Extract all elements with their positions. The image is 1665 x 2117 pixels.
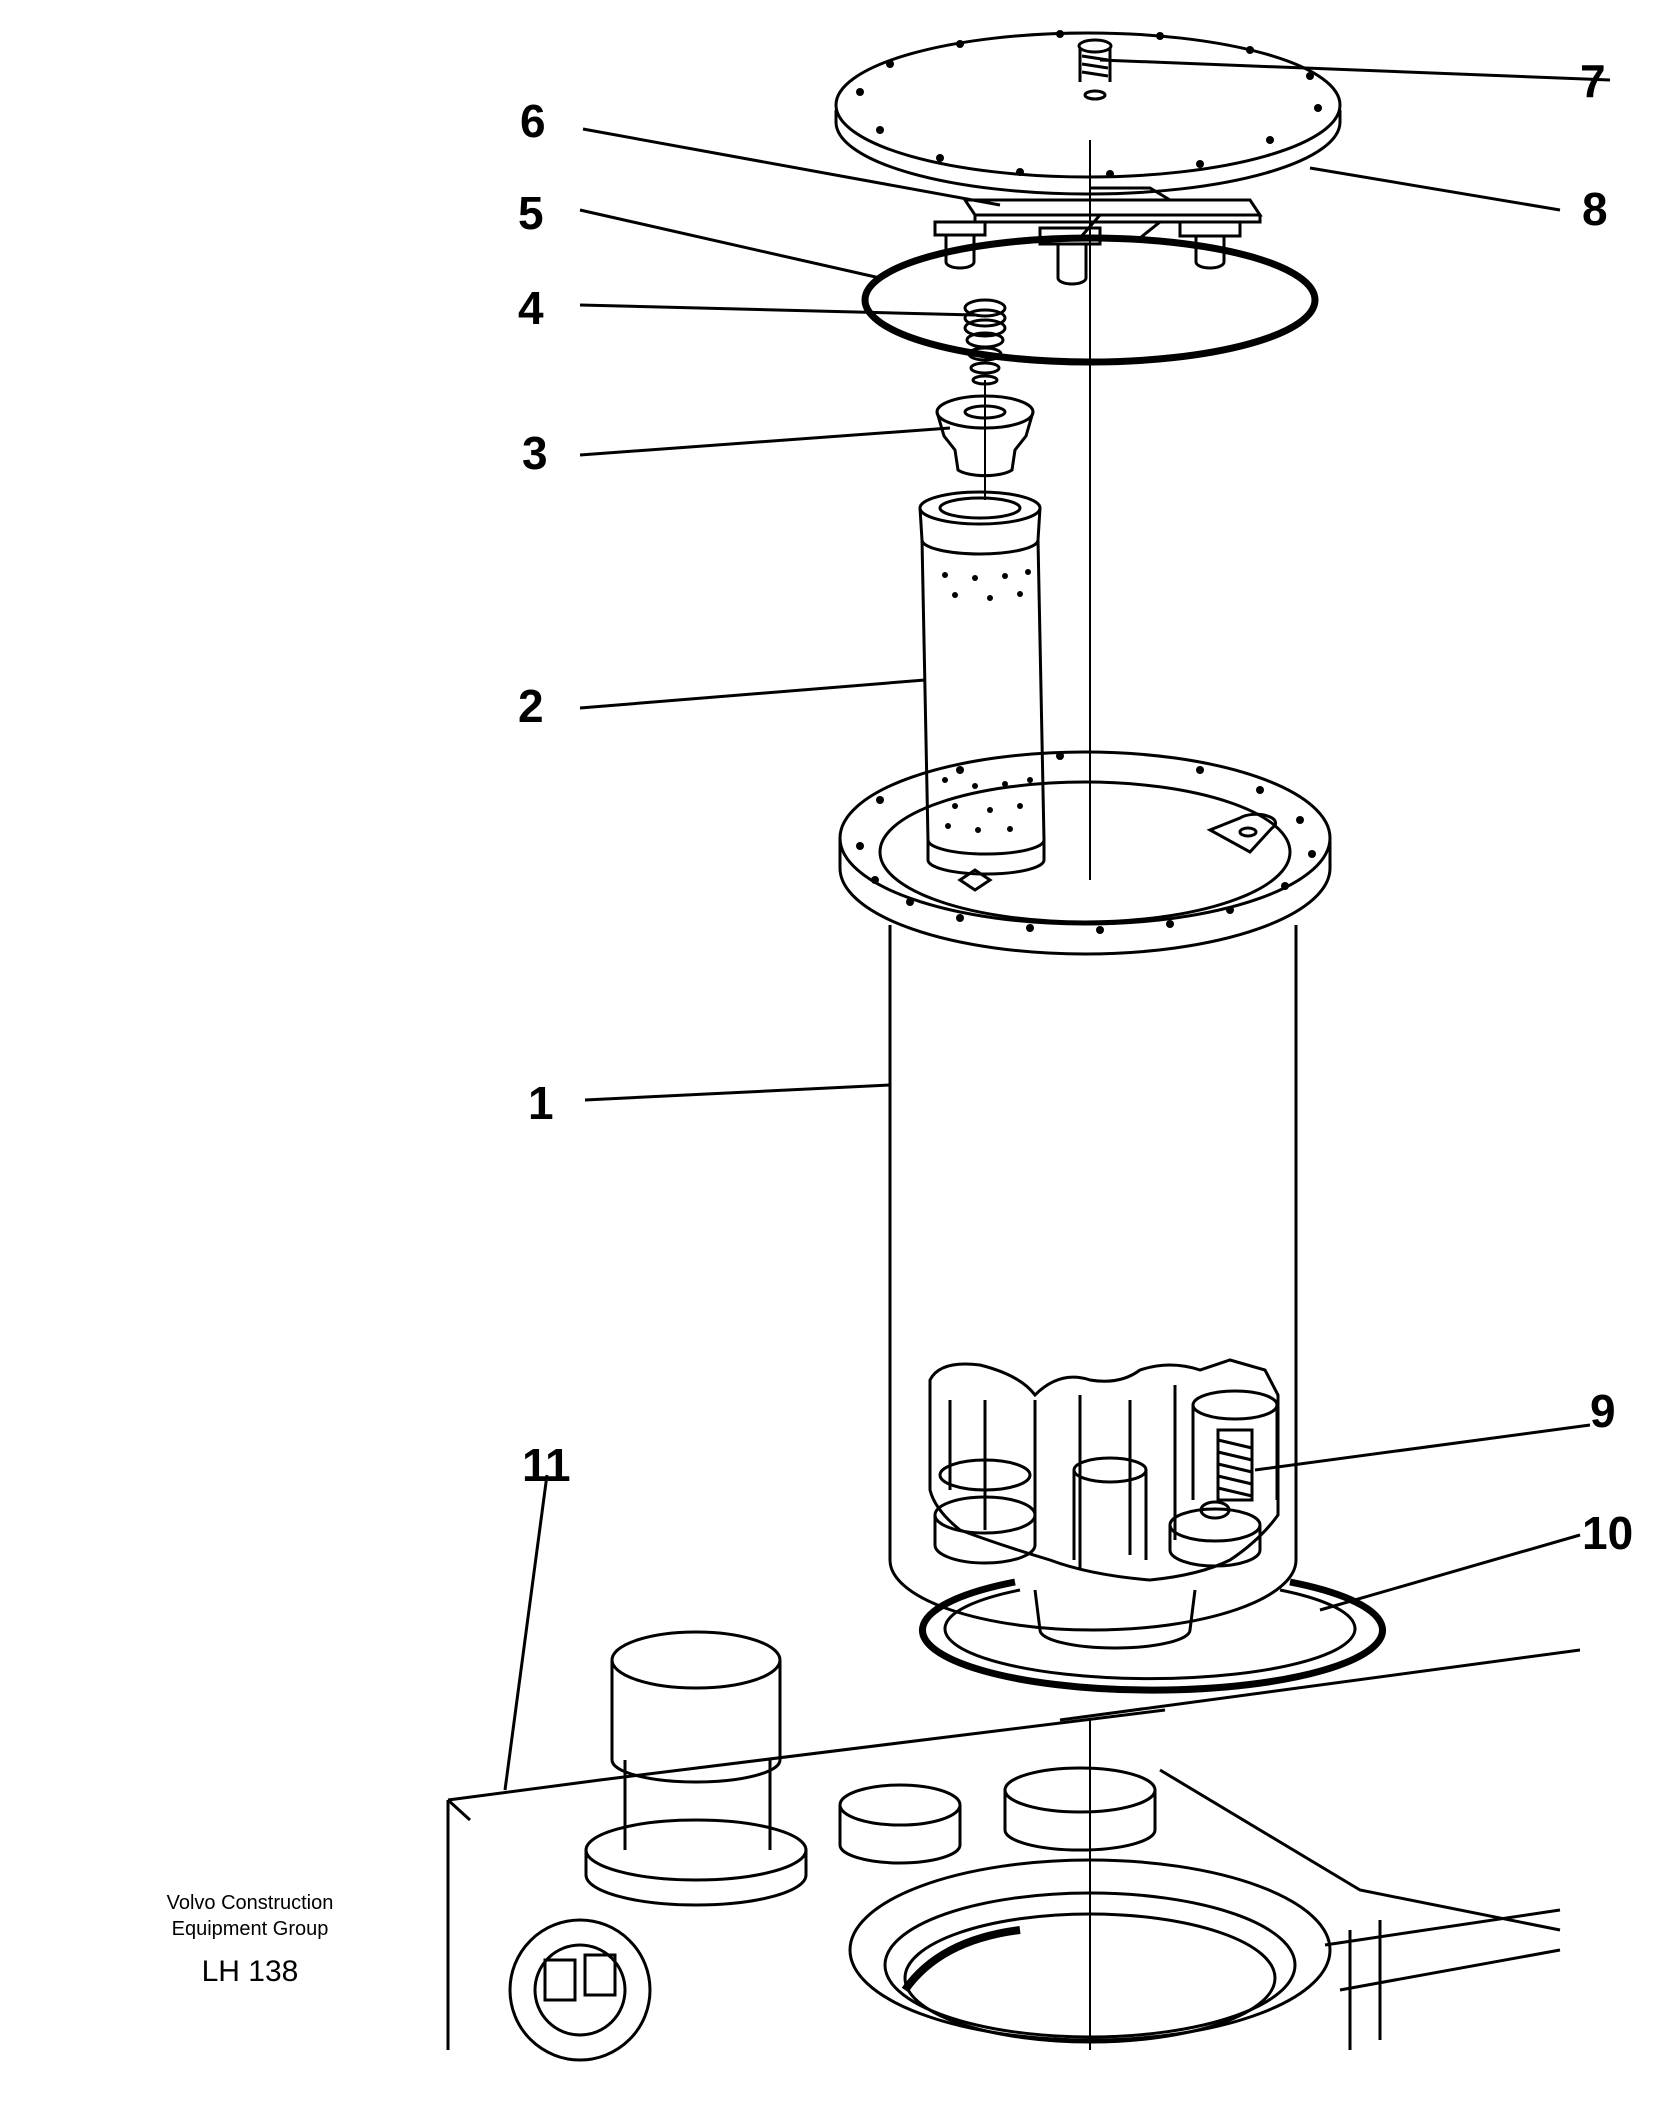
callout-6: 6: [520, 95, 546, 147]
callout-4: 4: [518, 282, 544, 334]
callout-2: 2: [518, 680, 544, 732]
callout-5: 5: [518, 187, 544, 239]
callout-10: 10: [1582, 1507, 1634, 1559]
cover-plate: [834, 30, 1342, 196]
callout-3: 3: [522, 427, 548, 479]
callout-7: 7: [1580, 55, 1606, 107]
tank: [446, 1630, 1561, 2062]
publisher-credit: Volvo Construction Equipment Group LH 13…: [130, 1890, 370, 1990]
callout-8: 8: [1582, 183, 1608, 235]
callout-11: 11: [522, 1439, 571, 1491]
leader-lines: [503, 58, 1611, 1791]
callout-9: 9: [1590, 1385, 1616, 1437]
housing: [838, 750, 1332, 1650]
callout-1: 1: [528, 1077, 554, 1129]
filter-element: [918, 490, 1046, 876]
cross-bracket: [933, 186, 1263, 286]
drawing-code: LH 138: [201, 1955, 299, 1988]
publisher-line-2: Equipment Group: [171, 1918, 329, 1940]
o-ring-lower: [919, 1578, 1386, 1694]
spring: [963, 298, 1007, 386]
publisher-line-1: Volvo Construction: [166, 1892, 334, 1914]
